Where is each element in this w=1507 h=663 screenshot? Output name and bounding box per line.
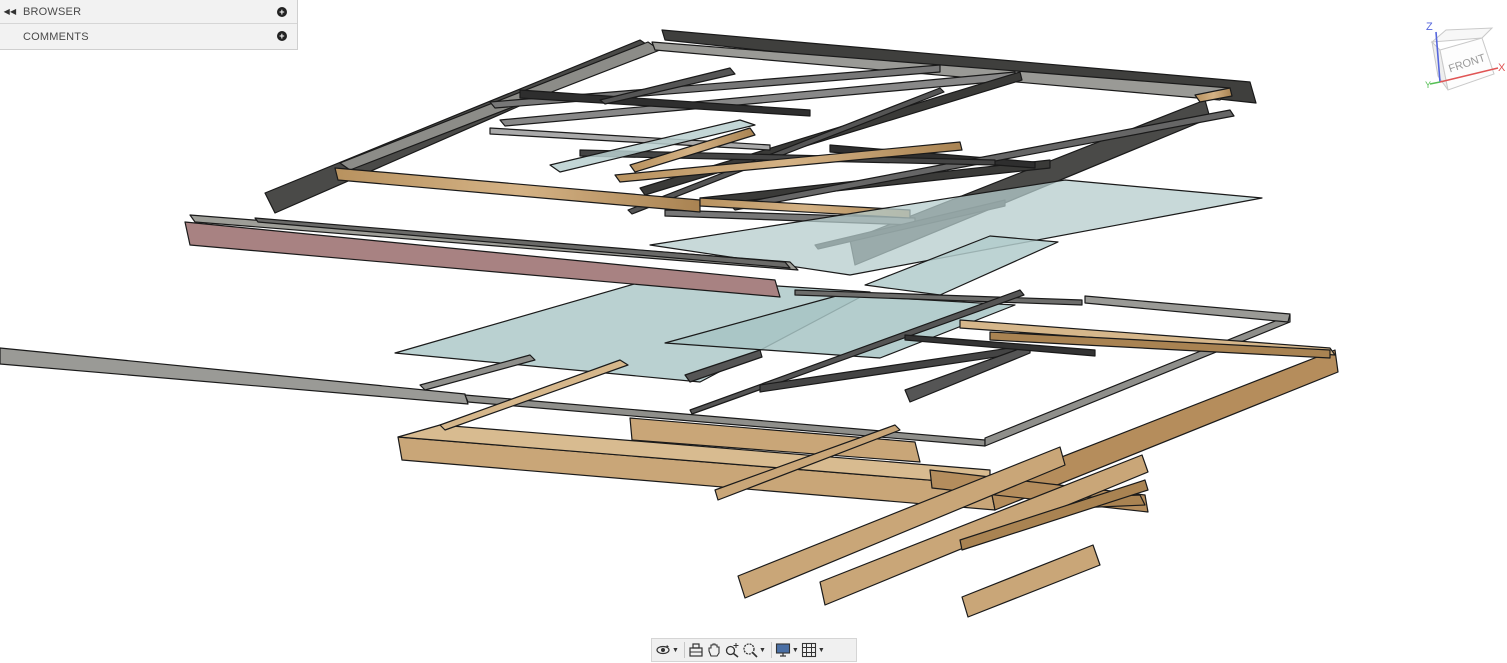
fit-button[interactable]: ▼ xyxy=(742,640,766,660)
comments-row[interactable]: COMMENTS + xyxy=(0,24,297,49)
pan-hand-icon xyxy=(708,643,720,657)
orbit-icon xyxy=(656,645,670,655)
axis-x-label: X xyxy=(1498,62,1506,74)
add-circle-icon[interactable]: + xyxy=(277,7,287,17)
x-axis-line xyxy=(1439,67,1499,83)
zoom-button[interactable] xyxy=(724,640,740,660)
glass-panes xyxy=(394,119,1263,383)
loose-wood-strips xyxy=(737,446,1149,618)
display-icon xyxy=(775,643,790,657)
toolbar-separator xyxy=(683,642,685,658)
display-dropdown-caret[interactable]: ▼ xyxy=(791,646,799,654)
view-cube[interactable]: Z X Y FRONT xyxy=(1418,16,1507,96)
zoom-icon xyxy=(725,643,739,658)
z-axis-line xyxy=(1435,31,1441,83)
y-axis-line xyxy=(1429,81,1441,85)
zoom-window-icon xyxy=(743,643,758,658)
grid-settings-button[interactable]: ▼ xyxy=(801,640,825,660)
axis-y-label: Y xyxy=(1425,80,1431,90)
bottom-wood-frame xyxy=(397,319,1339,513)
look-at-icon xyxy=(689,643,703,657)
collapse-arrows-icon[interactable]: ◀◀ xyxy=(3,7,17,16)
browser-row[interactable]: ◀◀ BROWSER + xyxy=(0,0,297,24)
pan-button[interactable] xyxy=(706,640,722,660)
look-at-button[interactable] xyxy=(688,640,704,660)
browser-panel: ◀◀ BROWSER + COMMENTS + xyxy=(0,0,298,50)
top-wood-strips xyxy=(334,87,1233,219)
orbit-dropdown-caret[interactable]: ▼ xyxy=(672,646,679,654)
toolbar-separator xyxy=(770,642,772,658)
display-settings-button[interactable]: ▼ xyxy=(775,640,799,660)
grid-icon xyxy=(801,642,816,658)
fit-dropdown-caret[interactable]: ▼ xyxy=(758,646,766,654)
navigation-toolbar: ▼ ▼ ▼ ▼ xyxy=(651,638,857,662)
grid-dropdown-caret[interactable]: ▼ xyxy=(817,646,825,654)
add-circle-icon[interactable]: + xyxy=(277,31,287,41)
side-plate xyxy=(184,214,799,298)
browser-label: BROWSER xyxy=(23,5,82,18)
top-frame xyxy=(264,29,1257,266)
comments-label: COMMENTS xyxy=(23,30,89,43)
orbit-button[interactable]: ▼ xyxy=(655,640,679,660)
axis-z-label: Z xyxy=(1426,21,1433,33)
